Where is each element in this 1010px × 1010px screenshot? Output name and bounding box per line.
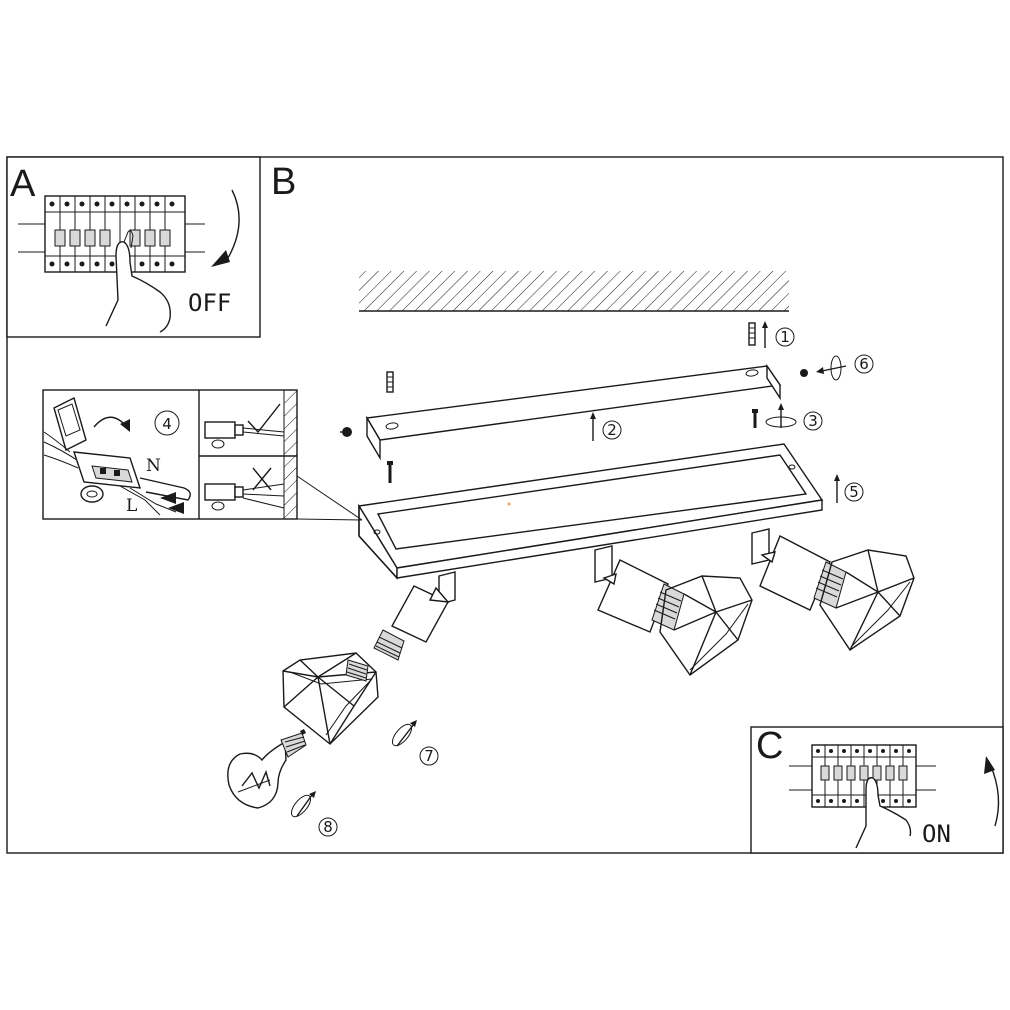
screw-cap-icon <box>340 427 352 437</box>
neutral-label: N <box>146 456 161 476</box>
panel-a: A <box>6 156 261 338</box>
svg-text:5: 5 <box>849 483 859 501</box>
lamp-cage-left <box>282 652 379 745</box>
spotlight-left <box>373 571 456 661</box>
marker-dot <box>507 502 511 506</box>
spotlight-right <box>751 528 915 651</box>
check-icon <box>247 403 281 434</box>
step-6: 6 <box>800 354 874 381</box>
screw-cap-icon <box>800 369 808 377</box>
on-label: ON <box>922 820 951 848</box>
breaker-strip-c <box>789 744 936 808</box>
mounting-bracket <box>365 363 782 461</box>
wiring-detail: N L 4 <box>42 389 363 521</box>
panel-b-letter: B <box>271 161 296 203</box>
svg-text:2: 2 <box>607 421 617 439</box>
panel-b-frame <box>6 156 1004 854</box>
svg-text:7: 7 <box>424 747 434 765</box>
off-label: OFF <box>188 289 231 317</box>
rotate-icon <box>765 416 797 428</box>
step-8: 8 <box>290 791 338 837</box>
arrow-left-icon <box>821 365 847 372</box>
live-label: L <box>126 496 137 516</box>
correct-connection <box>204 390 297 456</box>
wall-plug-icon <box>386 371 394 393</box>
ceiling <box>359 271 789 311</box>
panel-c: C <box>750 725 1004 854</box>
step-1: 1 <box>748 321 795 348</box>
svg-text:4: 4 <box>162 415 172 433</box>
step-3: 3 <box>752 403 823 431</box>
panel-a-letter: A <box>10 163 36 205</box>
svg-text:1: 1 <box>780 328 790 346</box>
rotate-icon <box>290 794 312 818</box>
cross-icon <box>252 467 272 491</box>
step-2: 2 <box>590 412 622 441</box>
svg-text:3: 3 <box>808 412 818 430</box>
panel-c-letter: C <box>756 725 783 767</box>
rotate-icon <box>830 355 842 381</box>
hand-icon <box>105 241 171 333</box>
spotlight-middle <box>594 545 753 676</box>
incorrect-connection <box>204 456 297 519</box>
screw-icon <box>387 461 393 483</box>
step-7: 7 <box>391 720 439 766</box>
canopy-box <box>357 443 824 580</box>
bulb-icon <box>227 729 307 809</box>
rotate-icon <box>391 723 413 747</box>
breaker-strip-a <box>18 195 205 273</box>
hand-icon <box>855 777 912 849</box>
step-5: 5 <box>834 474 864 503</box>
svg-text:6: 6 <box>859 355 869 373</box>
curved-arrow-down-icon <box>227 189 240 259</box>
svg-text:8: 8 <box>323 818 333 836</box>
wall-plug-icon <box>748 322 756 346</box>
